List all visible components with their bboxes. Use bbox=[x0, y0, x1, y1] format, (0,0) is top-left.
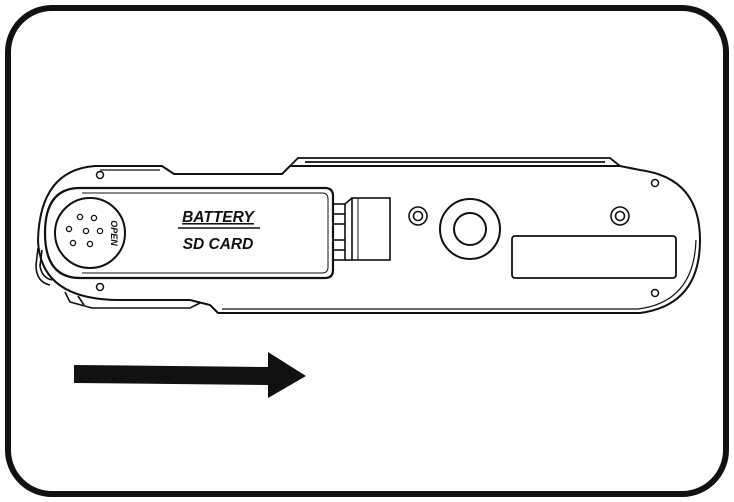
speaker-icon bbox=[65, 213, 104, 248]
tripod-socket-icon bbox=[439, 198, 501, 260]
screw-hole bbox=[650, 288, 660, 298]
open-label: OPEN bbox=[109, 220, 119, 246]
screw-hole bbox=[650, 178, 660, 188]
label-plate bbox=[511, 235, 677, 279]
direction-arrow-icon bbox=[74, 352, 306, 398]
door-latch bbox=[332, 197, 391, 261]
feet bbox=[408, 206, 630, 226]
speaker-dial bbox=[54, 197, 126, 269]
battery-door bbox=[43, 186, 335, 280]
battery-label: BATTERY bbox=[182, 209, 255, 226]
screw-hole bbox=[95, 282, 105, 292]
sd-card-label: SD CARD bbox=[183, 236, 254, 253]
camera-body bbox=[36, 165, 702, 314]
battery-sd-label: BATTERY SD CARD bbox=[178, 209, 260, 253]
screw-hole bbox=[95, 170, 105, 180]
top-rail bbox=[289, 157, 621, 167]
side-strap-lug bbox=[35, 247, 201, 309]
screw-holes bbox=[95, 170, 660, 298]
